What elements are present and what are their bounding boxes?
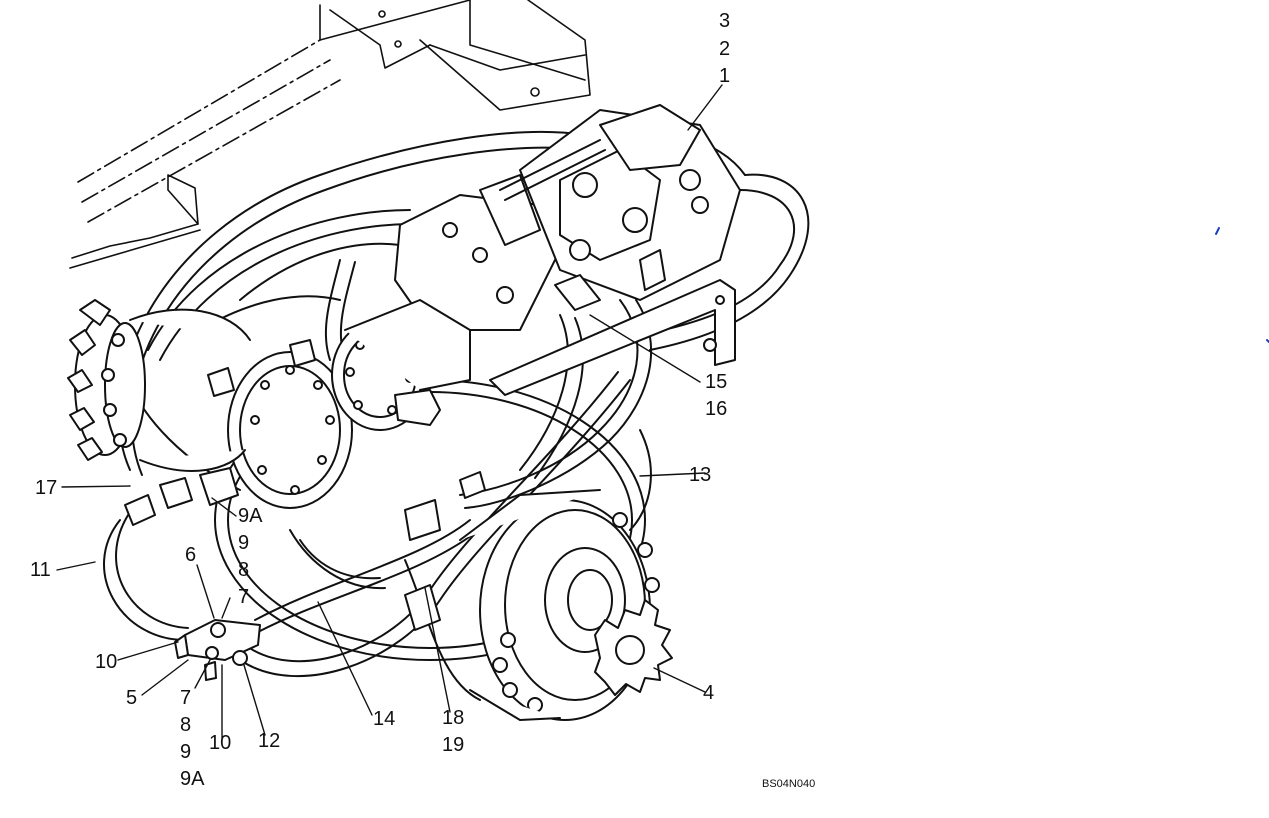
callout-1: 1: [719, 65, 731, 87]
callout-18: 18: [442, 707, 465, 729]
callout-9-bot: 9: [180, 741, 192, 763]
callout-10-left: 10: [95, 651, 118, 673]
stray-marks: [1215, 227, 1269, 343]
leader-lines: [56, 84, 723, 739]
callout-15: 15: [705, 371, 728, 393]
callout-8-top: 8: [238, 559, 250, 581]
callout-7-bot: 7: [180, 687, 192, 709]
hose-fittings: [124, 339, 486, 631]
callout-5: 5: [126, 687, 138, 709]
tee-block: [174, 619, 261, 681]
callout-6: 6: [185, 544, 197, 566]
callout-19: 19: [442, 734, 465, 756]
callout-14: 14: [373, 708, 396, 730]
hydrostatic-pump-assembly: [394, 104, 741, 331]
figure-code: BS04N040: [762, 778, 816, 790]
callout-4: 4: [703, 682, 715, 704]
sprocket-left: [67, 299, 251, 472]
callout-9a-top: 9A: [238, 505, 263, 527]
callout-13: 13: [689, 464, 712, 486]
callout-12: 12: [258, 730, 281, 752]
callout-3: 3: [719, 10, 731, 32]
drive-motor-left: [227, 299, 471, 509]
callout-2: 2: [719, 38, 731, 60]
sprocket-right: [594, 599, 673, 696]
callout-17: 17: [35, 477, 58, 499]
callout-16: 16: [705, 398, 728, 420]
callout-10-bot: 10: [209, 732, 232, 754]
callout-7-top: 7: [238, 586, 250, 608]
callout-11: 11: [30, 559, 51, 581]
frame-rail: [69, 0, 591, 269]
callout-8-bot: 8: [180, 714, 192, 736]
mounting-bracket: [489, 279, 736, 396]
callout-9a-bot: 9A: [180, 768, 205, 790]
callout-9-top: 9: [238, 532, 250, 554]
